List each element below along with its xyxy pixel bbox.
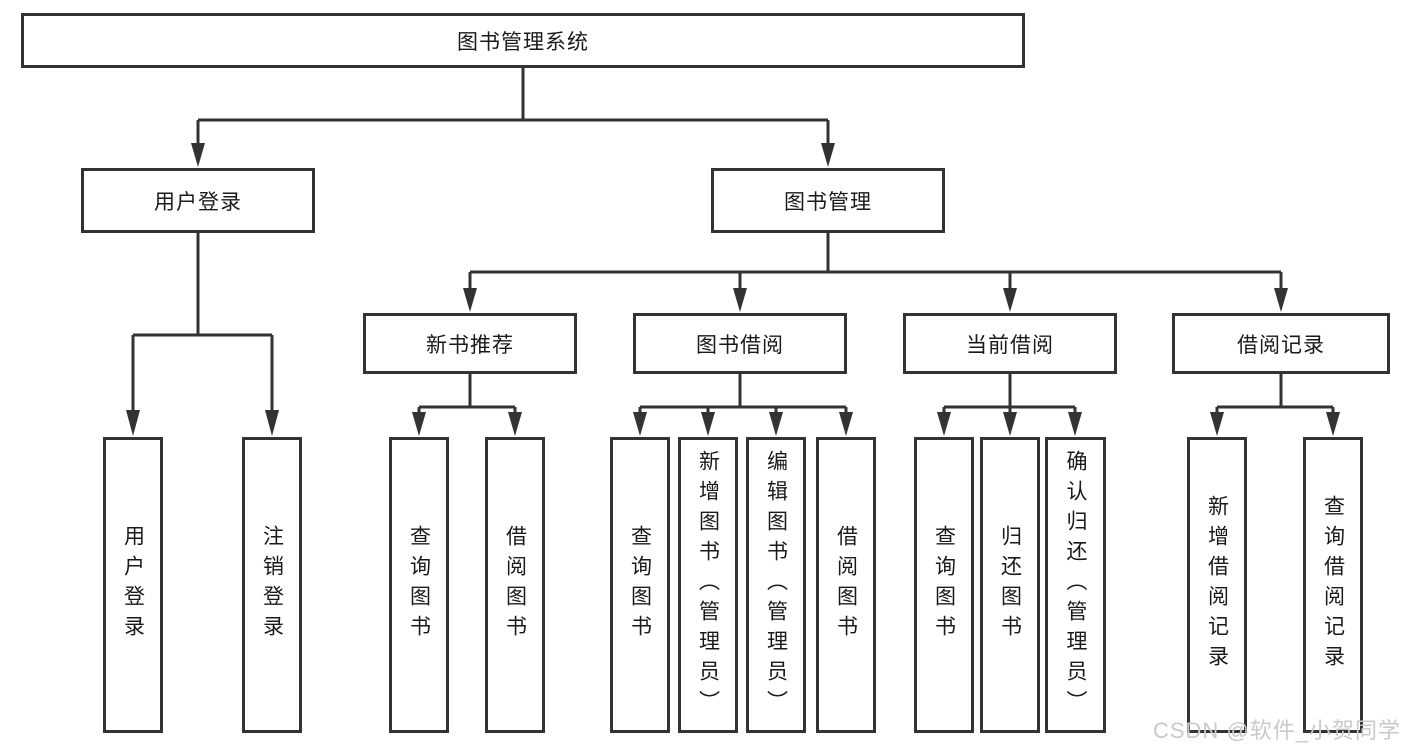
node-user-login-label: 用户登录: [154, 190, 242, 214]
node-leaf-borrow-books-1-label: 借阅图书: [503, 525, 527, 645]
node-leaf-query-books-1-label: 查询图书: [407, 525, 431, 645]
arrowhead: [463, 288, 477, 312]
arrowhead: [1274, 288, 1288, 312]
node-leaf-confirm-return-admin-label: 确认归还（管理员）: [1064, 450, 1087, 720]
connector-currentborrow-to-leaves: [937, 374, 1082, 436]
node-leaf-return-book-label: 归还图书: [998, 525, 1022, 645]
connector-borrowrecords-to-leaves: [1210, 374, 1340, 436]
arrowhead: [937, 412, 951, 436]
arrowhead: [1068, 412, 1082, 436]
node-leaf-edit-book-admin-label: 编辑图书（管理员）: [764, 450, 788, 720]
node-root: 图书管理系统: [21, 13, 1025, 68]
node-leaf-add-book-admin: 新增图书（管理员）: [678, 437, 738, 733]
arrowhead: [191, 143, 205, 167]
watermark: CSDN @软件_小贺同学: [1152, 718, 1401, 743]
arrowhead: [633, 412, 647, 436]
node-leaf-query-books-2-label: 查询图书: [628, 525, 652, 645]
node-leaf-user-login-label: 用户登录: [121, 525, 145, 645]
arrowhead: [1003, 412, 1017, 436]
node-leaf-logout-label: 注销登录: [260, 525, 284, 645]
arrowhead: [265, 410, 279, 436]
arrowhead: [839, 412, 853, 436]
node-leaf-edit-book-admin: 编辑图书（管理员）: [746, 437, 806, 733]
arrowhead: [1003, 288, 1017, 312]
connector-userlogin-to-leaves: [126, 233, 279, 436]
node-new-book-recommend-label: 新书推荐: [426, 333, 514, 357]
node-book-management-label: 图书管理: [784, 190, 872, 214]
node-leaf-borrow-books-2-label: 借阅图书: [834, 525, 858, 645]
connector-newbook-to-leaves: [412, 374, 522, 436]
node-leaf-add-book-admin-label: 新增图书（管理员）: [696, 450, 720, 720]
node-leaf-query-books-3: 查询图书: [914, 437, 974, 733]
node-root-label: 图书管理系统: [457, 30, 589, 54]
arrowhead: [1210, 412, 1224, 436]
node-leaf-query-books-3-label: 查询图书: [932, 525, 956, 645]
node-leaf-borrow-books-2: 借阅图书: [816, 437, 876, 733]
connector-root-to-level2: [191, 68, 835, 167]
arrowhead: [126, 410, 140, 436]
node-book-management: 图书管理: [711, 168, 945, 233]
node-leaf-borrow-books-1: 借阅图书: [485, 437, 545, 733]
arrowhead: [821, 143, 835, 167]
node-book-borrow-label: 图书借阅: [696, 333, 784, 357]
node-current-borrow-label: 当前借阅: [966, 333, 1054, 357]
node-leaf-add-borrow-record: 新增借阅记录: [1187, 437, 1247, 733]
arrowhead: [701, 412, 715, 436]
arrowhead: [1326, 412, 1340, 436]
connector-bookmgmt-to-level3: [463, 233, 1288, 312]
arrowhead: [769, 412, 783, 436]
node-current-borrow: 当前借阅: [903, 313, 1117, 374]
node-leaf-query-books-2: 查询图书: [610, 437, 670, 733]
node-leaf-query-borrow-record-label: 查询借阅记录: [1321, 495, 1345, 675]
arrowhead: [733, 288, 747, 312]
connector-bookborrow-to-leaves: [633, 374, 853, 436]
node-borrow-records-label: 借阅记录: [1237, 333, 1325, 357]
node-leaf-user-login: 用户登录: [103, 437, 163, 733]
node-leaf-logout: 注销登录: [242, 437, 302, 733]
node-leaf-return-book: 归还图书: [980, 437, 1040, 733]
arrowhead: [412, 412, 426, 436]
arrowhead: [508, 412, 522, 436]
node-leaf-confirm-return-admin: 确认归还（管理员）: [1045, 437, 1106, 733]
node-user-login: 用户登录: [81, 168, 315, 233]
node-book-borrow: 图书借阅: [633, 313, 847, 374]
node-new-book-recommend: 新书推荐: [363, 313, 577, 374]
node-leaf-add-borrow-record-label: 新增借阅记录: [1205, 495, 1229, 675]
node-leaf-query-borrow-record: 查询借阅记录: [1303, 437, 1363, 733]
node-leaf-query-books-1: 查询图书: [389, 437, 449, 733]
node-borrow-records: 借阅记录: [1172, 313, 1390, 374]
